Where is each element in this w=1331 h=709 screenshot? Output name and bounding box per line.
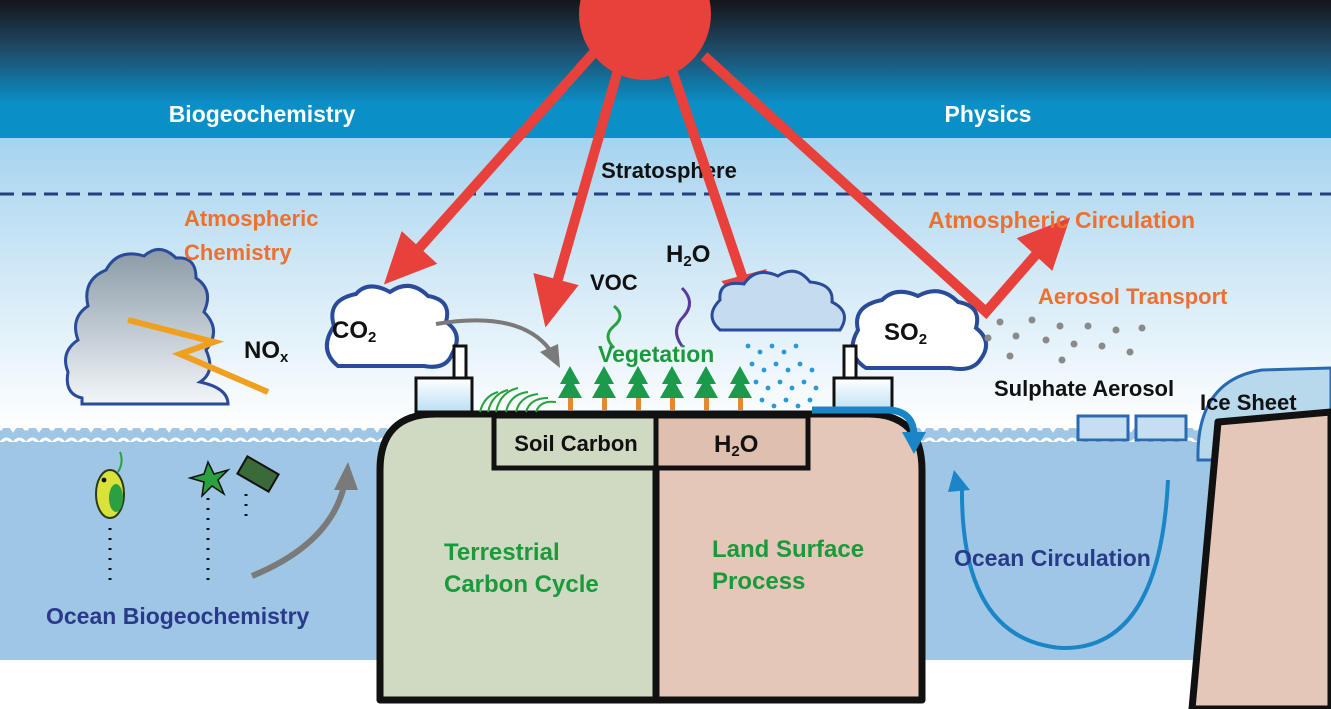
plankton-icon — [95, 451, 125, 519]
physics-label: Physics — [945, 101, 1032, 127]
terrestrial-carbon-label-line2: Carbon Cycle — [444, 571, 599, 598]
atmospheric-circulation-label: Atmospheric Circulation — [928, 207, 1195, 233]
river-runoff-arrowhead — [902, 432, 926, 454]
diatom-star-icon — [187, 460, 231, 499]
lightning-bolt-icon — [127, 317, 270, 395]
soil-carbon-label: Soil Carbon — [514, 431, 637, 456]
sulphate-aerosol-label: Sulphate Aerosol — [994, 376, 1174, 401]
voc-label: VOC — [590, 270, 638, 295]
co2-uptake-arrowhead — [540, 344, 560, 368]
ocean-circulation-label: Ocean Circulation — [954, 545, 1151, 571]
stratosphere-label: Stratosphere — [601, 158, 737, 183]
sea-ice-block-left — [1076, 414, 1130, 442]
ocean-carbon-uptake-arrow — [250, 485, 347, 579]
biogeochemistry-label: Biogeochemistry — [169, 101, 356, 127]
right-smokestack — [832, 344, 894, 414]
ocean-circulation-loop — [959, 479, 1170, 651]
so2-cloud — [850, 289, 988, 371]
co2-label: CO2 — [332, 317, 376, 346]
aerosol-particles — [984, 316, 1146, 364]
grass — [479, 387, 557, 413]
atmospheric-chemistry-label-line1: Atmospheric — [184, 206, 318, 231]
co2-uptake-arrow — [435, 318, 552, 352]
terrestrial-carbon-block — [376, 410, 660, 704]
land-surface-label-line2: Process — [712, 568, 805, 595]
ocean-biogeochemistry-label: Ocean Biogeochemistry — [46, 603, 310, 629]
rain-drops — [745, 343, 819, 409]
ice-cliff — [1188, 408, 1331, 709]
sun — [579, 0, 711, 80]
land-surface-label-line1: Land Surface — [712, 536, 864, 563]
voc-emission-squiggle — [606, 304, 622, 350]
h2o-vapor-label: H2O — [666, 241, 710, 270]
land-surface-block — [652, 410, 926, 704]
soil-water-label: H2O — [714, 431, 758, 460]
vegetation-trees — [558, 366, 752, 410]
rain-cloud — [710, 269, 846, 332]
vegetation-label: Vegetation — [598, 341, 714, 367]
sea-ice-block-right — [1134, 414, 1188, 442]
ocean-carbon-uptake-arrowhead — [334, 462, 358, 490]
river-runoff-arrow — [812, 406, 918, 437]
so2-label: SO2 — [884, 319, 927, 348]
ocean-circulation-arrowhead — [948, 470, 970, 492]
nox-label: NOx — [244, 337, 289, 366]
aerosol-transport-label: Aerosol Transport — [1038, 284, 1228, 309]
terrestrial-carbon-label-line1: Terrestrial — [444, 539, 560, 566]
left-smokestack — [414, 344, 474, 414]
soil-carbon-box — [491, 413, 659, 471]
algae-cell-icon — [236, 454, 280, 494]
co2-cloud — [325, 284, 459, 369]
ice-sheet-label: Ice Sheet — [1200, 390, 1297, 415]
evapotranspiration-squiggle — [675, 286, 691, 347]
soil-water-box — [653, 413, 811, 471]
atmospheric-chemistry-label-line2: Chemistry — [184, 240, 292, 265]
